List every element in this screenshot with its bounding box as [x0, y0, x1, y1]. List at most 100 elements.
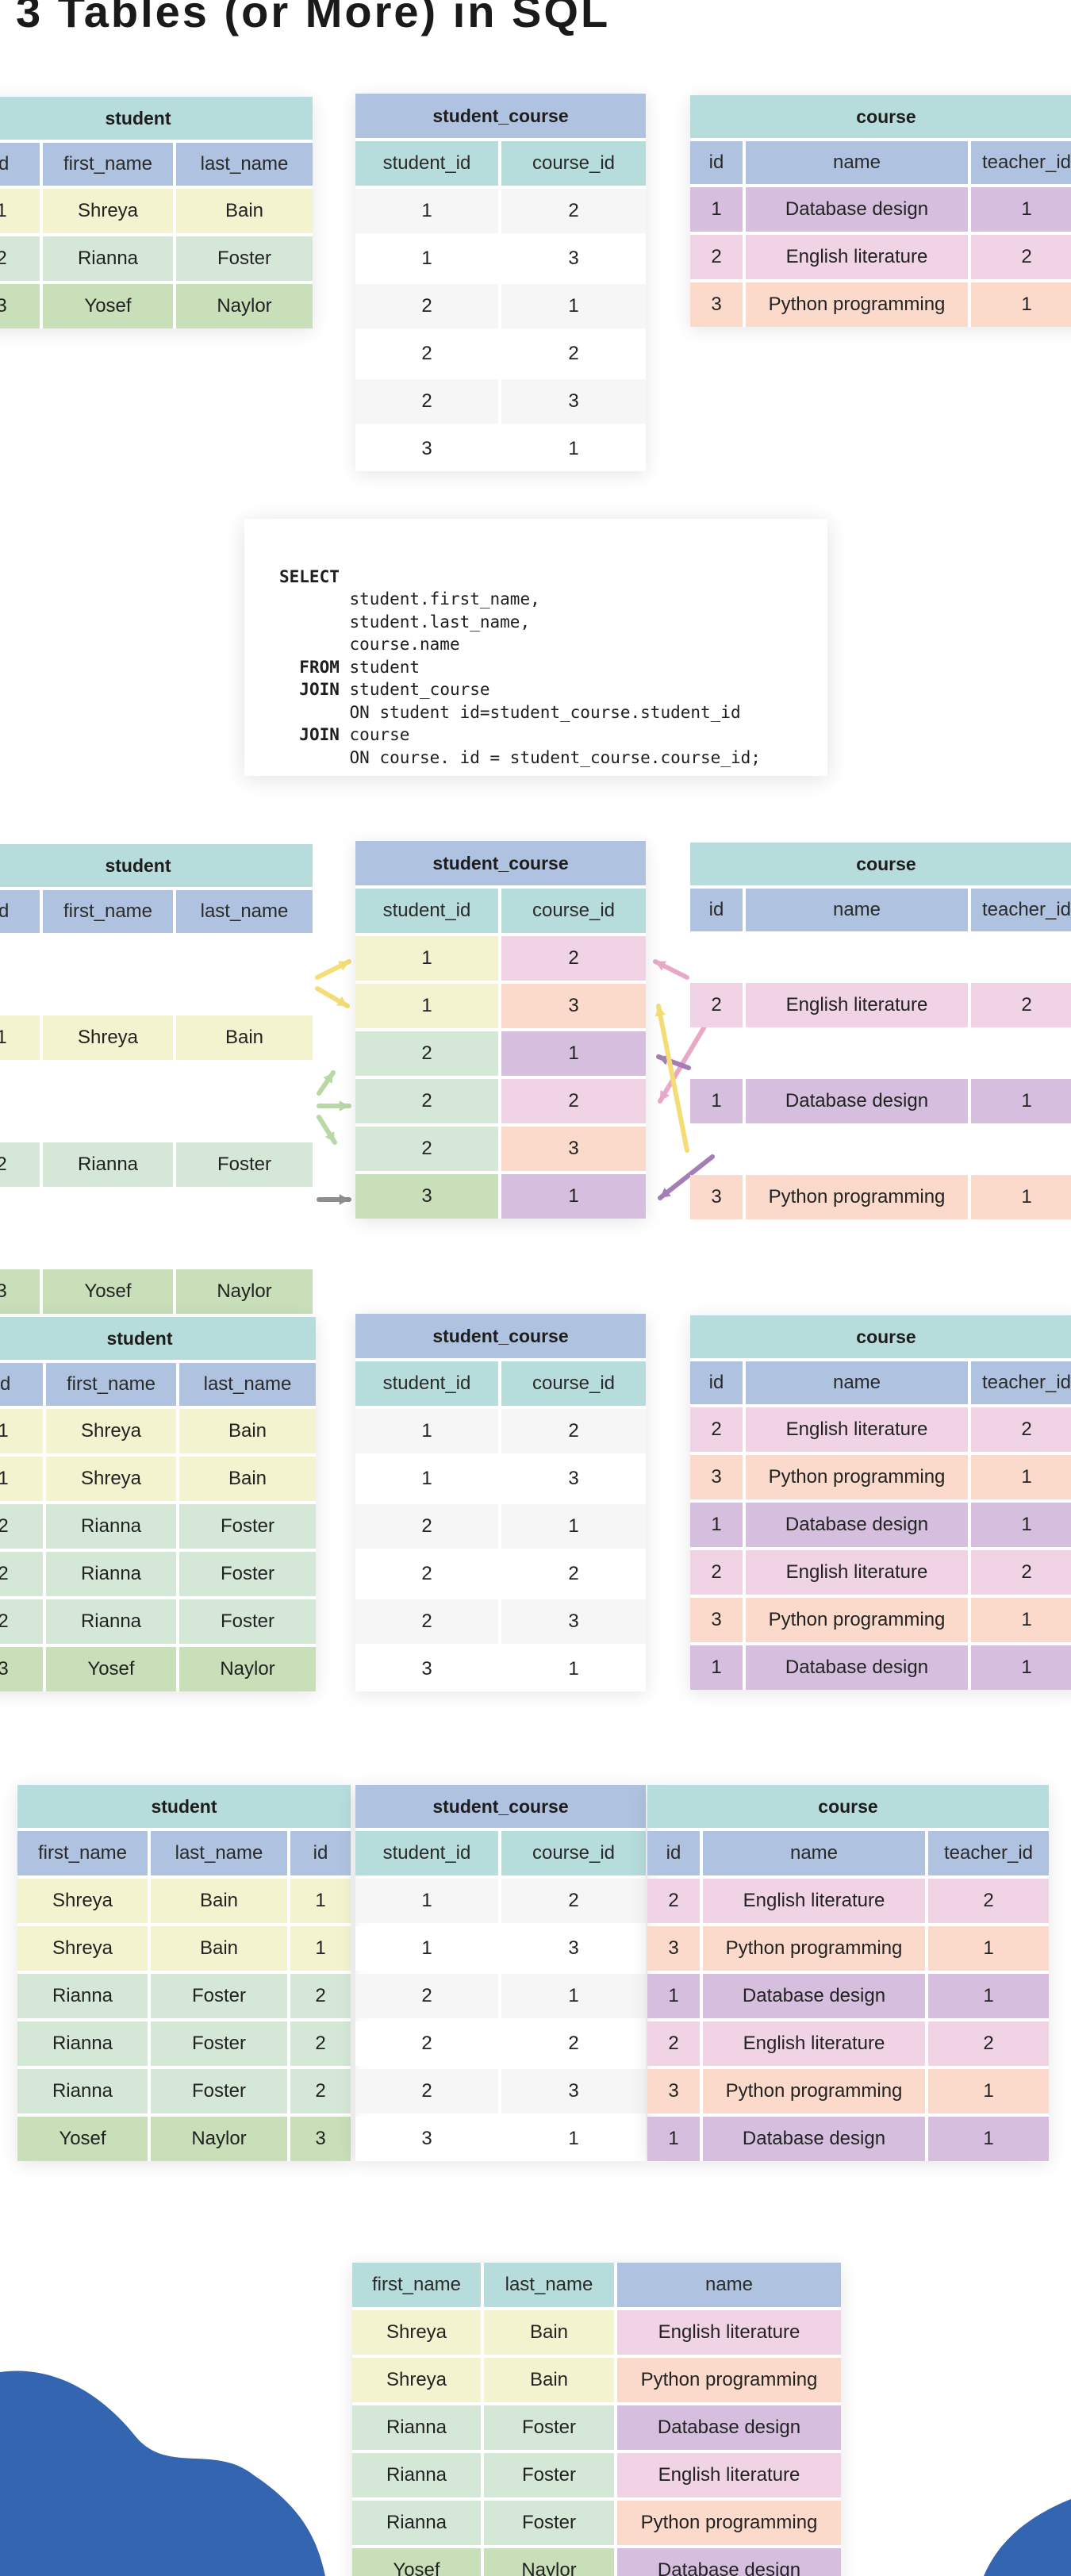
table-cell: 3: [501, 1926, 646, 1971]
table-cell: 2: [971, 1550, 1071, 1595]
column-header: name: [746, 1361, 968, 1404]
join-arrow: [654, 1004, 689, 1153]
table-cell: Database design: [703, 2117, 925, 2161]
table-cell: English literature: [617, 2453, 841, 2497]
table-cell: 3: [355, 1647, 498, 1691]
join-arrow: [317, 1100, 351, 1111]
table-cell: 1: [501, 2117, 646, 2161]
table-cell: Yosef: [352, 2548, 481, 2576]
table-cell: 3: [501, 2069, 646, 2113]
table-cell: 1: [355, 984, 498, 1028]
table-cell: Shreya: [46, 1457, 176, 1501]
table-title: student: [0, 1317, 316, 1360]
table-cell: 1: [971, 1079, 1071, 1123]
student-table: studentidfirst_namelast_name1ShreyaBain2…: [0, 97, 313, 328]
column-header: student_id: [355, 1361, 498, 1406]
table-cell: 1: [971, 1455, 1071, 1499]
table-cell: 2: [355, 1127, 498, 1171]
query-line: ON course. id = student_course.course_id…: [349, 747, 761, 767]
table-cell: Foster: [179, 1552, 316, 1596]
table-cell: English literature: [746, 1550, 968, 1595]
join-arrow: [315, 959, 351, 980]
table-cell: Shreya: [352, 2310, 481, 2355]
table-cell: 1: [501, 1647, 646, 1691]
table-cell: Foster: [484, 2405, 614, 2450]
table-cell: Shreya: [352, 2358, 481, 2402]
table-cell: 2: [355, 1079, 498, 1123]
table-cell: Database design: [746, 1503, 968, 1547]
column-header: first_name: [17, 1831, 148, 1875]
column-header: teacher_id: [971, 141, 1071, 184]
column-header: first_name: [46, 1363, 176, 1406]
table-cell: Foster: [484, 2501, 614, 2545]
table-cell: 1: [290, 1926, 351, 1971]
join-arrow: [317, 1070, 336, 1096]
table-cell: Shreya: [17, 1879, 148, 1923]
table-cell: 2: [0, 1552, 43, 1596]
column-header: course_id: [501, 141, 646, 186]
table-cell: 1: [971, 187, 1071, 232]
table-cell: Naylor: [151, 2117, 287, 2161]
table-cell: 1: [971, 1645, 1071, 1690]
table-cell: 1: [501, 1504, 646, 1549]
column-header: id: [0, 143, 40, 186]
join-arrow: [317, 1194, 351, 1205]
table-cell: Bain: [179, 1457, 316, 1501]
query-line: JOIN course: [299, 725, 410, 744]
spacer-row: [0, 1063, 313, 1139]
table-cell: English literature: [746, 983, 968, 1027]
table-cell: 1: [971, 1598, 1071, 1642]
table-cell: 2: [355, 332, 498, 376]
table-cell: 1: [501, 284, 646, 328]
table-cell: English literature: [703, 1879, 925, 1923]
table-cell: Yosef: [17, 2117, 148, 2161]
column-header: id: [290, 1831, 351, 1875]
join-arrow: [658, 1016, 712, 1104]
table-cell: Database design: [703, 1974, 925, 2018]
table-cell: Bain: [176, 1015, 313, 1060]
table-cell: 2: [501, 2021, 646, 2066]
column-header: student_id: [355, 889, 498, 933]
table-cell: Rianna: [17, 2069, 148, 2113]
table-cell: 3: [501, 1457, 646, 1501]
table-cell: 2: [928, 1879, 1049, 1923]
sql-query-box: SELECT student.first_name, student.last_…: [244, 519, 827, 776]
table-cell: 2: [690, 1407, 743, 1452]
table-cell: 2: [971, 235, 1071, 279]
table-cell: Database design: [617, 2405, 841, 2450]
query-line: student.first_name,: [349, 589, 540, 608]
table-cell: 1: [501, 1974, 646, 2018]
table-cell: 1: [355, 1926, 498, 1971]
table-cell: 1: [355, 1409, 498, 1453]
table-cell: 2: [355, 1031, 498, 1076]
table-cell: 2: [290, 2069, 351, 2113]
table-cell: 1: [355, 189, 498, 233]
table-cell: 3: [501, 379, 646, 424]
column-header: last_name: [179, 1363, 316, 1406]
table-title: student_course: [355, 94, 646, 138]
table-cell: Bain: [179, 1409, 316, 1453]
table-cell: 1: [690, 187, 743, 232]
spacer-row: [0, 936, 313, 1012]
table-cell: Rianna: [43, 1142, 173, 1187]
query-line: JOIN student_course: [299, 680, 490, 699]
table-cell: 2: [928, 2021, 1049, 2066]
